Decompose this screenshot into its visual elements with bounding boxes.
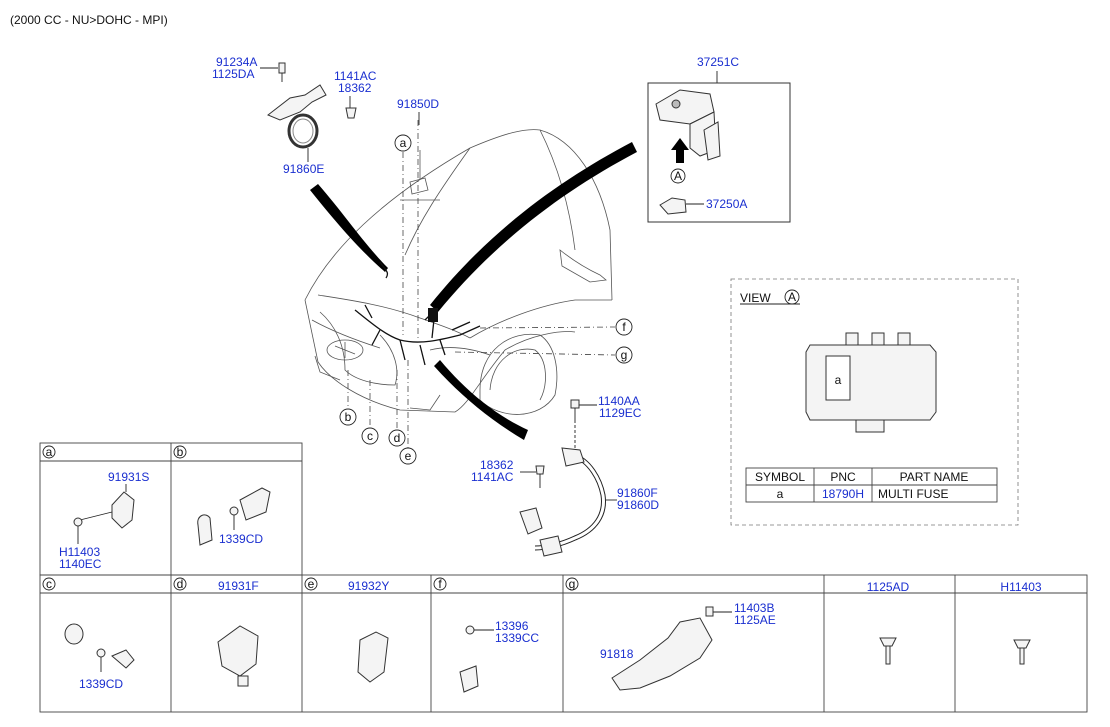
label-1140EC[interactable]: 1140EC [59,557,102,571]
leader-arrow-91860E [310,184,388,272]
callout-d[interactable]: d [388,429,406,447]
panel-i-title[interactable]: H11403 [1000,580,1041,594]
marker-A[interactable] [670,168,686,184]
part-group-91860F: 1140AA 1129EC 18362 1141AC 91860F 91860D [471,394,659,557]
leader-arrow-91860F [434,360,528,440]
panel-b-letter: b [177,445,184,459]
table-cell-symbol: a [777,487,784,501]
label-1339CD-b[interactable]: 1339CD [219,532,263,546]
panel-h-title[interactable]: 1125AD [867,580,910,594]
part-group-91860E: 91234A 1125DA 1141AC 18362 91860E [212,55,377,176]
view-a-panel: VIEW A a SYMBOL PNC PART NAME a 18790H M… [730,278,1019,526]
svg-text:b: b [345,410,352,424]
leader-g [454,351,616,356]
panel-a-letter: a [46,445,53,459]
detail-panels-row2: c 1339CD d 91931F e 91932Y f 13396 1339C… [39,574,1088,713]
label-1339CD-c[interactable]: 1339CD [79,677,123,691]
svg-text:A: A [674,169,682,183]
label-91850D[interactable]: 91850D [397,97,439,111]
svg-text:d: d [394,431,401,445]
label-11403B[interactable]: 11403B [734,601,774,615]
callout-a[interactable]: a [394,134,412,152]
table-header-pnc: PNC [830,470,856,484]
label-1140AA[interactable]: 1140AA [598,394,640,408]
label-1141AC-mid[interactable]: 1141AC [471,470,514,484]
label-1125AE[interactable]: 1125AE [734,613,776,627]
detail-panels-row1: a 91931S H11403 1140EC b 1339CD [39,442,303,576]
view-a-title: VIEW [740,291,771,305]
table-header-part-name: PART NAME [900,470,969,484]
panel-d-letter: d [177,577,184,591]
table-cell-pnc[interactable]: 18790H [822,487,864,501]
label-H11403[interactable]: H11403 [59,545,100,559]
label-91860F[interactable]: 91860F [617,486,658,500]
label-37250A[interactable]: 37250A [706,197,747,211]
car-illustration [304,129,613,415]
callout-c[interactable]: c [361,427,379,445]
label-91860D[interactable]: 91860D [617,498,659,512]
table-header-symbol: SYMBOL [755,470,805,484]
label-1125DA[interactable]: 1125DA [212,67,254,81]
table-cell-part-name: MULTI FUSE [878,487,948,501]
leader-f [479,326,616,329]
panel-g-letter: g [569,577,576,591]
svg-text:e: e [405,449,412,463]
label-91931F[interactable]: 91931F [218,579,259,593]
label-91234A[interactable]: 91234A [216,55,257,69]
label-91931S[interactable]: 91931S [108,470,149,484]
leader-arrow-37251C [430,142,637,312]
part-group-37251C: 37251C A 37250A [647,55,791,223]
label-18362-mid[interactable]: 18362 [480,458,514,472]
label-91818[interactable]: 91818 [600,647,634,661]
svg-text:g: g [621,348,628,362]
diagram-title: (2000 CC - NU>DOHC - MPI) [10,13,168,27]
label-13396[interactable]: 13396 [495,619,529,633]
label-91932Y[interactable]: 91932Y [348,579,389,593]
panel-f-letter: f [438,577,442,591]
svg-text:f: f [622,320,626,334]
box-37251C [647,82,791,223]
callout-f[interactable]: f [615,318,633,336]
panel-e-letter: e [308,577,315,591]
svg-text:c: c [367,429,373,443]
label-18362-top[interactable]: 18362 [338,81,372,95]
panel-c-letter: c [46,577,52,591]
label-37251C[interactable]: 37251C [697,55,739,69]
callout-e[interactable]: e [399,447,417,465]
fuse-label-a: a [835,373,842,387]
label-1141AC-top[interactable]: 1141AC [334,69,377,83]
engine-harness [354,261,481,366]
callout-b[interactable]: b [339,408,357,426]
view-a-marker: A [788,290,796,304]
callout-g[interactable]: g [615,346,633,364]
label-1339CC[interactable]: 1339CC [495,631,539,645]
svg-text:a: a [400,136,407,150]
label-1129EC[interactable]: 1129EC [599,406,642,420]
label-91860E[interactable]: 91860E [283,162,324,176]
